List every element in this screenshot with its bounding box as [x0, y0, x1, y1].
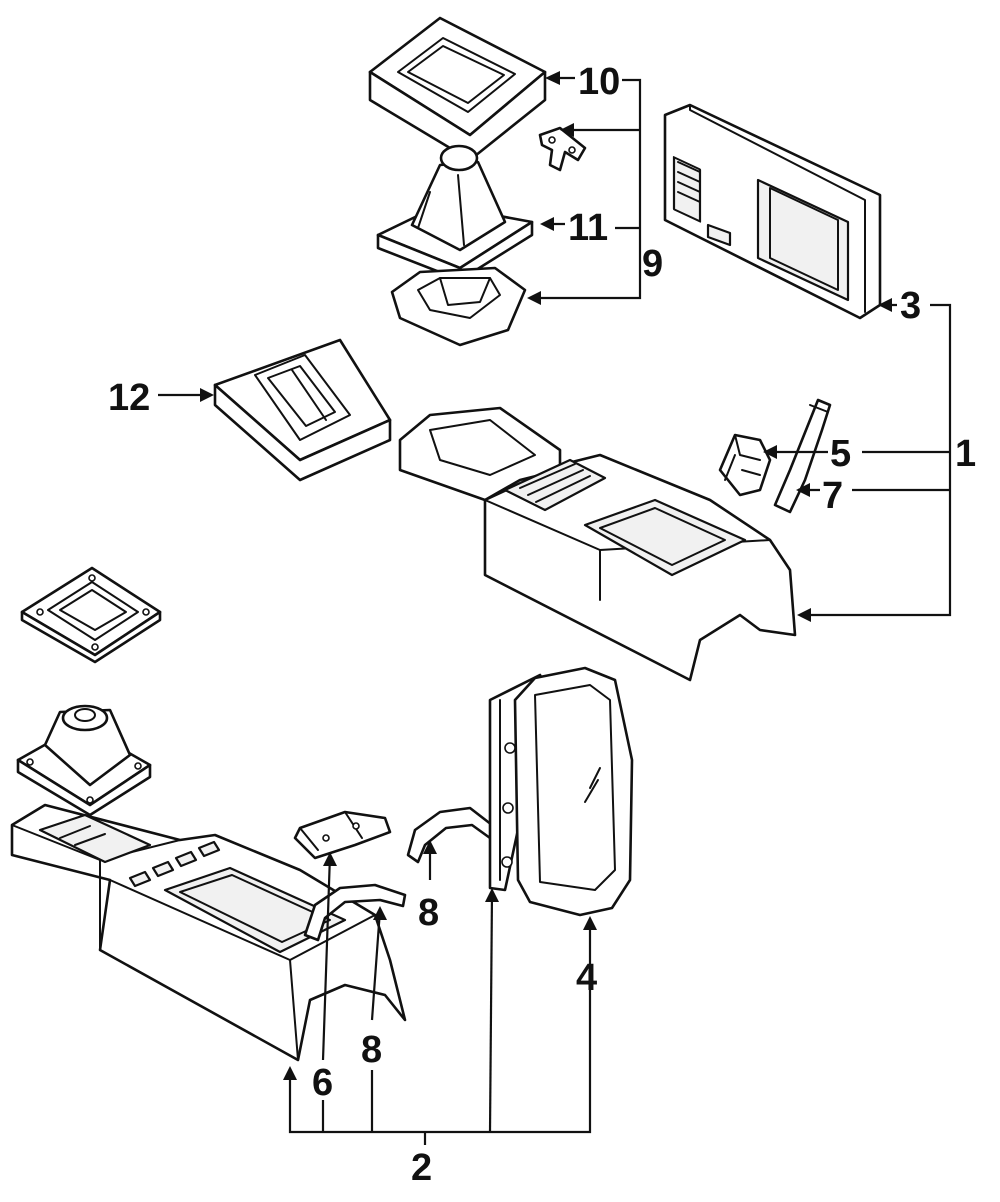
shifter-boot-lower [16, 704, 152, 817]
callout-3: 3 [900, 285, 921, 327]
callout-labels: 10 11 9 3 12 5 1 7 8 4 8 6 2 [108, 61, 976, 1189]
arrow-10 [545, 71, 560, 85]
arrow-7 [796, 483, 810, 497]
boot-retainer-clip [538, 126, 587, 172]
callout-7: 7 [822, 475, 843, 517]
callout-4: 4 [576, 957, 597, 999]
part-6-bracket [293, 810, 392, 860]
arrow-5 [763, 445, 777, 459]
part-9-boot-seal [390, 266, 527, 347]
part-5-bracket [718, 433, 772, 497]
leader-2-hinge [488, 891, 494, 1133]
leader-3 [800, 303, 952, 617]
part-7-trim-strip [773, 398, 832, 514]
arrow-4 [583, 916, 597, 930]
leader-6 [321, 854, 332, 1132]
callout-12: 12 [108, 377, 150, 419]
part-11-shift-boot [376, 144, 534, 282]
callout-5: 5 [830, 433, 851, 475]
arrow-clip [560, 123, 574, 137]
part-1-center-console-upper [398, 406, 797, 682]
part-4-armrest-lid [488, 666, 634, 917]
callout-1: 1 [955, 433, 976, 475]
arrow-9 [527, 291, 541, 305]
arrow-3 [878, 298, 892, 312]
callout-8-center: 8 [418, 892, 439, 934]
shift-plate-lower [20, 566, 162, 664]
arrow-12 [200, 388, 214, 402]
callout-6: 6 [312, 1062, 333, 1104]
callout-2: 2 [411, 1147, 432, 1189]
arrow-6 [323, 852, 337, 866]
leader-9-bracket [530, 78, 642, 300]
callout-9: 9 [642, 243, 663, 285]
part-3-console-bezel [663, 103, 882, 320]
leader-8-lower [370, 909, 382, 1132]
part-8-strap-center [406, 806, 494, 864]
part-2-center-console-lower [10, 803, 407, 1062]
arrowheads [200, 71, 892, 1080]
arrow-8-center [423, 840, 437, 854]
part-8-strap-lower [303, 883, 407, 942]
leader-2-bracket [288, 920, 592, 1134]
callout-11: 11 [568, 207, 608, 249]
arrow-8-lower [373, 906, 387, 920]
part-12-shift-plate [213, 338, 392, 482]
callout-8-lower: 8 [361, 1029, 382, 1071]
part-10-boot-trim-ring [368, 16, 547, 162]
arrow-2-console [283, 1066, 297, 1080]
arrow-1 [797, 608, 811, 622]
callout-10: 10 [578, 61, 620, 103]
arrow-11 [540, 217, 554, 231]
arrow-2-hinge [485, 888, 499, 902]
